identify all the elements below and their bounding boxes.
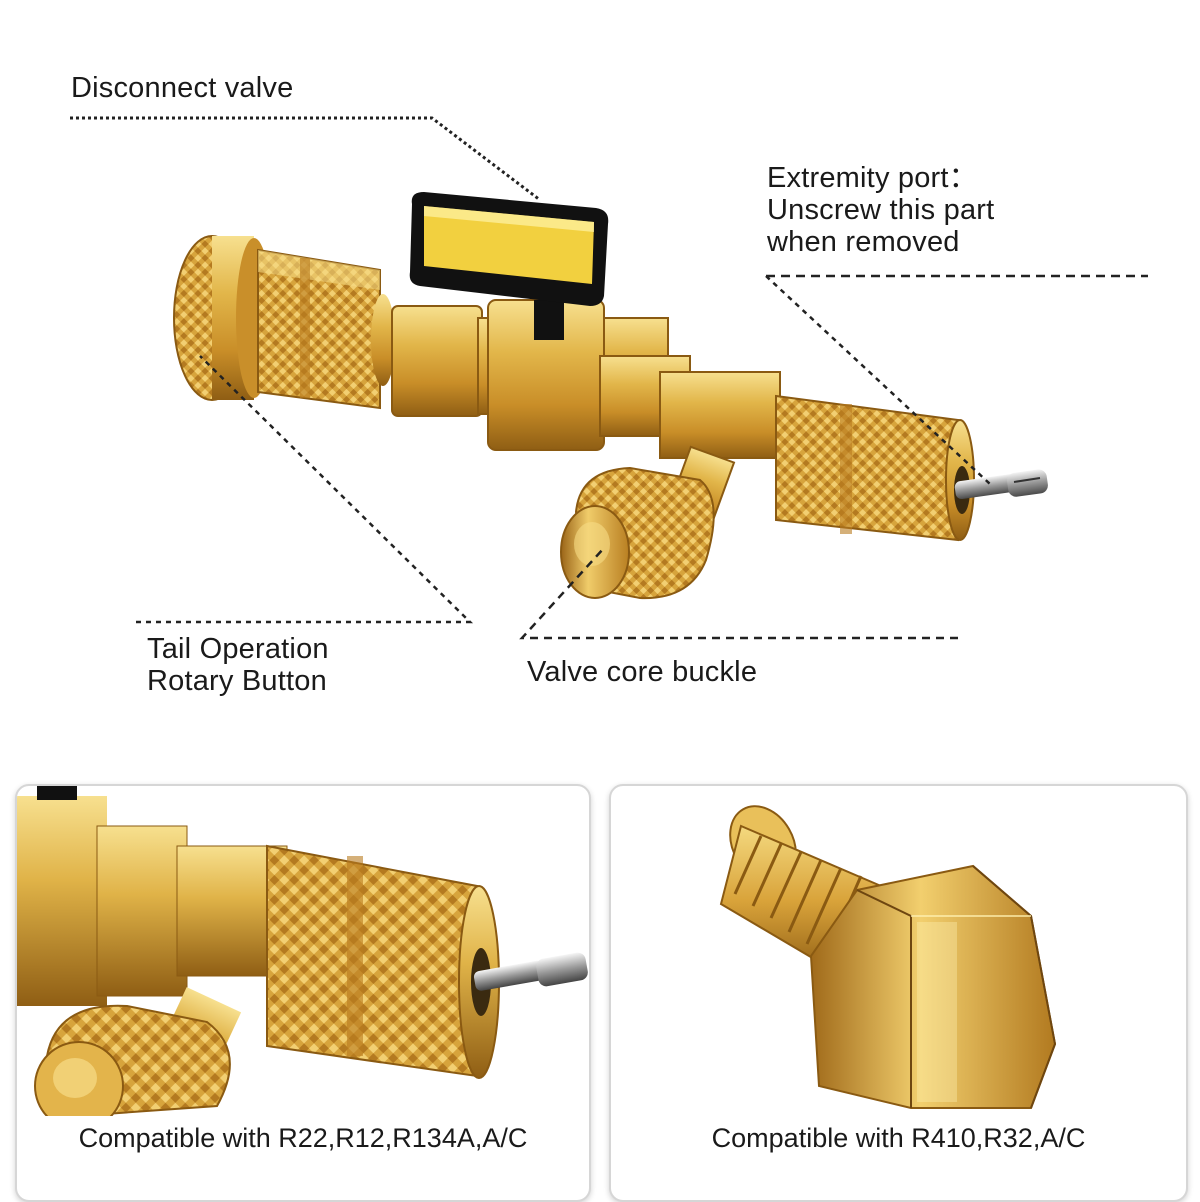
valve-core-buckle xyxy=(560,445,736,600)
callout-extremity-port-line2: Unscrew this part xyxy=(767,194,995,226)
adapter-fitting-image xyxy=(719,805,1057,1109)
valve-core-remover-illustration xyxy=(70,116,1148,640)
callout-tail-operation-line1: Tail Operation xyxy=(147,633,329,665)
closeup-coupling-image xyxy=(17,786,588,1116)
panel-r22-compatibility: Compatible with R22,R12,R134A,A/C xyxy=(15,784,591,1202)
adapter-hex-body xyxy=(809,864,1057,1109)
callout-extremity-port-line3: when removed xyxy=(767,226,960,258)
callout-extremity-port-line1: Extremity port： xyxy=(767,162,978,194)
extremity-port-tip xyxy=(954,469,1048,500)
tail-rotary-button xyxy=(173,235,272,401)
leader-tail-operation xyxy=(136,355,474,624)
callout-disconnect-valve: Disconnect valve xyxy=(71,72,294,104)
disconnect-valve-handle xyxy=(409,192,609,340)
callout-extremity-port: Extremity port： Unscrew this part when r… xyxy=(767,162,994,258)
main-body xyxy=(391,299,781,459)
leader-disconnect-valve xyxy=(70,116,541,202)
callout-tail-operation: Tail Operation Rotary Button xyxy=(147,633,329,697)
callout-tail-operation-line2: Rotary Button xyxy=(147,665,327,697)
knurled-coupling-left xyxy=(257,248,395,410)
leader-valve-core-buckle xyxy=(519,547,958,640)
knurled-coupling-right xyxy=(775,394,975,542)
caption-r22-compatibility: Compatible with R22,R12,R134A,A/C xyxy=(78,1123,528,1153)
callout-lines xyxy=(70,116,1148,640)
panel-r410-compatibility: Compatible with R410,R32,A/C xyxy=(609,784,1188,1202)
leader-extremity-port-diag xyxy=(765,275,991,485)
caption-r410-compatibility: Compatible with R410,R32,A/C xyxy=(711,1123,1086,1153)
callout-valve-core-buckle: Valve core buckle xyxy=(527,656,758,688)
